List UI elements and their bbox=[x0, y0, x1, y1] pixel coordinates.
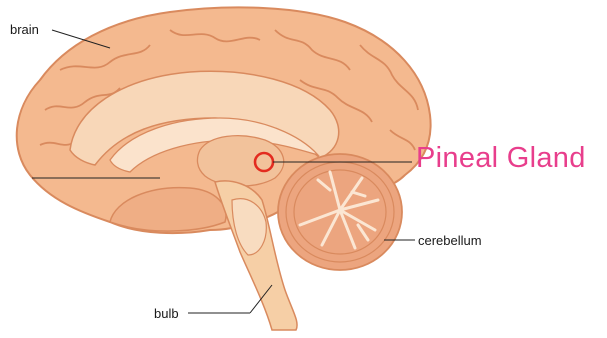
bulb-label: bulb bbox=[154, 306, 179, 321]
thalamus bbox=[197, 136, 283, 186]
cerebellum-label: cerebellum bbox=[418, 233, 482, 248]
pineal-gland-label: Pineal Gland bbox=[416, 142, 586, 175]
brain-label: brain bbox=[10, 22, 39, 37]
